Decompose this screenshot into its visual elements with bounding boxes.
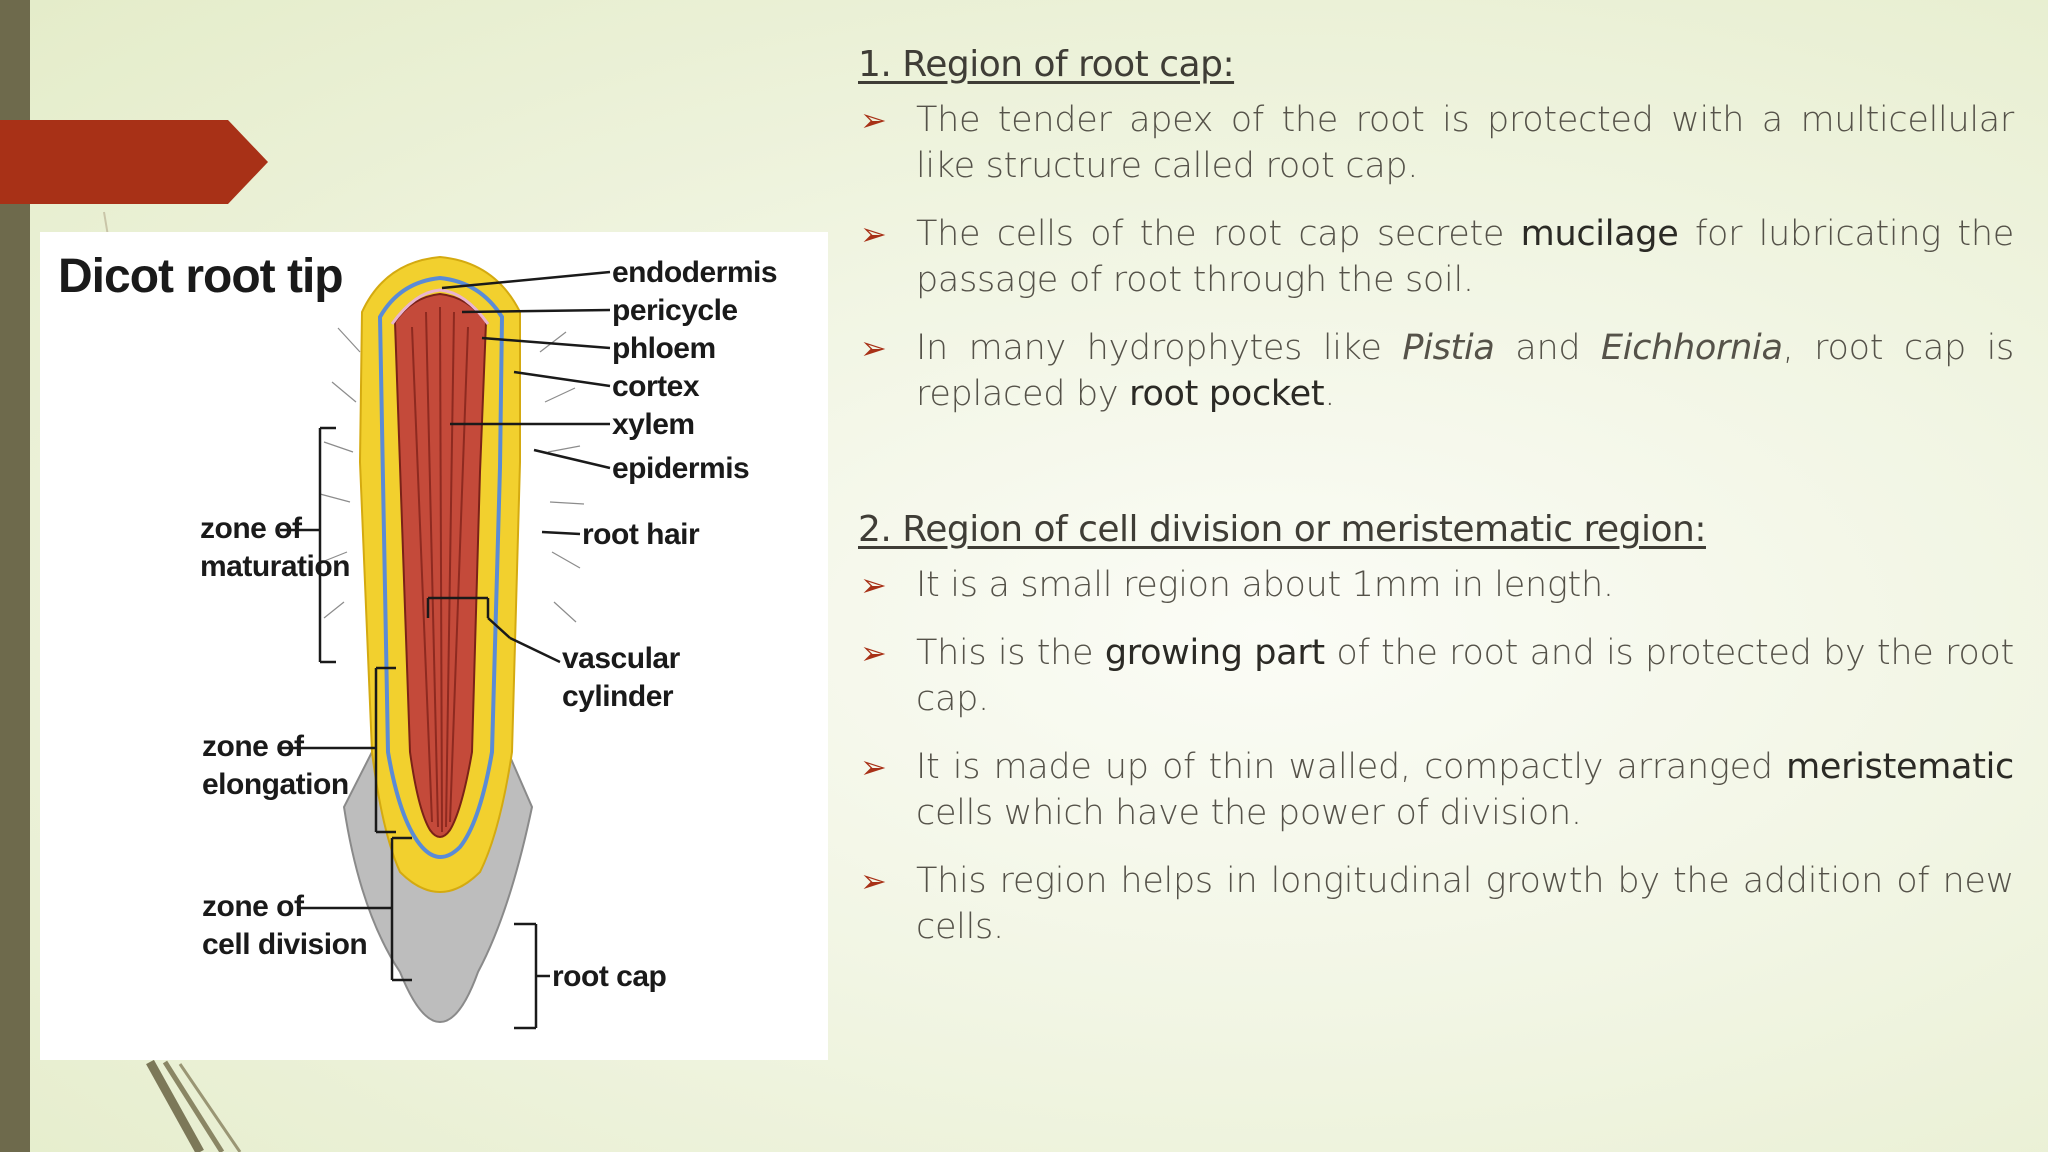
bullet-text: cells which have the power of division. (916, 793, 1582, 833)
root-tip-diagram: Dicot root tip (40, 232, 828, 1060)
arrow-bullet-icon: ➢ (860, 101, 887, 139)
bullet-text: mucilage (1520, 214, 1679, 254)
bullet-text: It is made up of thin walled, compactly … (916, 747, 1787, 787)
text-content: 1. Region of root cap: ➢ The tender apex … (858, 44, 2014, 972)
bullet-text: root pocket (1129, 374, 1325, 414)
bullet-item: ➢ This region helps in longitudinal growt… (858, 858, 2014, 950)
label-root-cap: root cap (552, 960, 667, 993)
bullet-text: Eichhornia (1600, 328, 1783, 368)
pericycle-line (390, 288, 490, 325)
leader-lines (280, 270, 611, 1030)
section2-heading: 2. Region of cell division or meristemat… (858, 509, 1706, 550)
root-hairs (319, 327, 585, 623)
label-zone-maturation-1: zone of (200, 512, 303, 545)
bullet-text: In many hydrophytes like (916, 328, 1403, 368)
bullet-text: The cells of the root cap secrete (916, 214, 1521, 254)
bullet-item: ➢ The tender apex of the root is protecte… (858, 97, 2014, 189)
label-epidermis: epidermis (612, 452, 749, 485)
label-zone-division-2: cell division (202, 928, 367, 961)
arrow-bullet-icon: ➢ (860, 566, 887, 604)
label-vascular: vascular (562, 642, 681, 675)
bullet-text: . (1324, 374, 1336, 414)
xylem-stripes (411, 306, 469, 833)
label-cortex: cortex (612, 370, 700, 403)
arrow-bullet-icon: ➢ (860, 862, 887, 900)
red-arrow-tab (0, 120, 268, 204)
label-endodermis: endodermis (612, 256, 777, 289)
bullet-text: , root cap is replaced by (916, 328, 2014, 414)
label-zone-maturation-2: maturation (200, 550, 350, 583)
label-cylinder: cylinder (562, 680, 674, 713)
bullet-text: Pistia (1402, 328, 1495, 368)
section1-bullets: ➢ The tender apex of the root is protecte… (858, 97, 2014, 417)
bullet-item: ➢ In many hydrophytes like Pistia and Eic… (858, 325, 2014, 417)
bullet-text: and (1494, 328, 1601, 368)
bullet-text: This region helps in longitudinal growth… (916, 861, 2014, 947)
bullet-text: This is the (916, 633, 1105, 673)
section1-heading: 1. Region of root cap: (858, 44, 1235, 85)
diagram-title: Dicot root tip (58, 250, 343, 303)
label-xylem: xylem (612, 408, 695, 441)
bullet-text: meristematic (1786, 747, 2014, 787)
arrow-bullet-icon: ➢ (860, 748, 887, 786)
bullet-text: for lubricating the passage of root thro… (916, 214, 2014, 300)
bullet-text: growing part (1104, 633, 1325, 673)
label-phloem: phloem (612, 332, 716, 365)
epidermis-outline (377, 275, 505, 859)
root-tip-illustration: Dicot root tip (58, 250, 778, 1030)
section2-bullets: ➢ It is a small region about 1mm in lengt… (858, 562, 2014, 950)
label-pericycle: pericycle (612, 294, 738, 327)
label-root-hair: root hair (582, 518, 700, 551)
arrow-bullet-icon: ➢ (860, 329, 887, 367)
bullet-text: The tender apex of the root is protected… (916, 100, 2014, 186)
arrow-bullet-icon: ➢ (860, 215, 887, 253)
label-zone-elongation-2: elongation (202, 768, 349, 801)
label-zone-elongation-1: zone of (202, 730, 305, 763)
bullet-item: ➢ It is a small region about 1mm in lengt… (858, 562, 2014, 608)
bullet-item: ➢ The cells of the root cap secrete mucil… (858, 211, 2014, 303)
bullet-item: ➢ This is the growing part of the root an… (858, 630, 2014, 722)
bullet-item: ➢ It is made up of thin walled, compactly… (858, 744, 2014, 836)
bullet-text: It is a small region about 1mm in length… (916, 565, 1614, 605)
label-zone-division-1: zone of (202, 890, 305, 923)
bullet-text: of the root and is protected by the root… (916, 633, 2014, 719)
arrow-bullet-icon: ➢ (860, 634, 887, 672)
